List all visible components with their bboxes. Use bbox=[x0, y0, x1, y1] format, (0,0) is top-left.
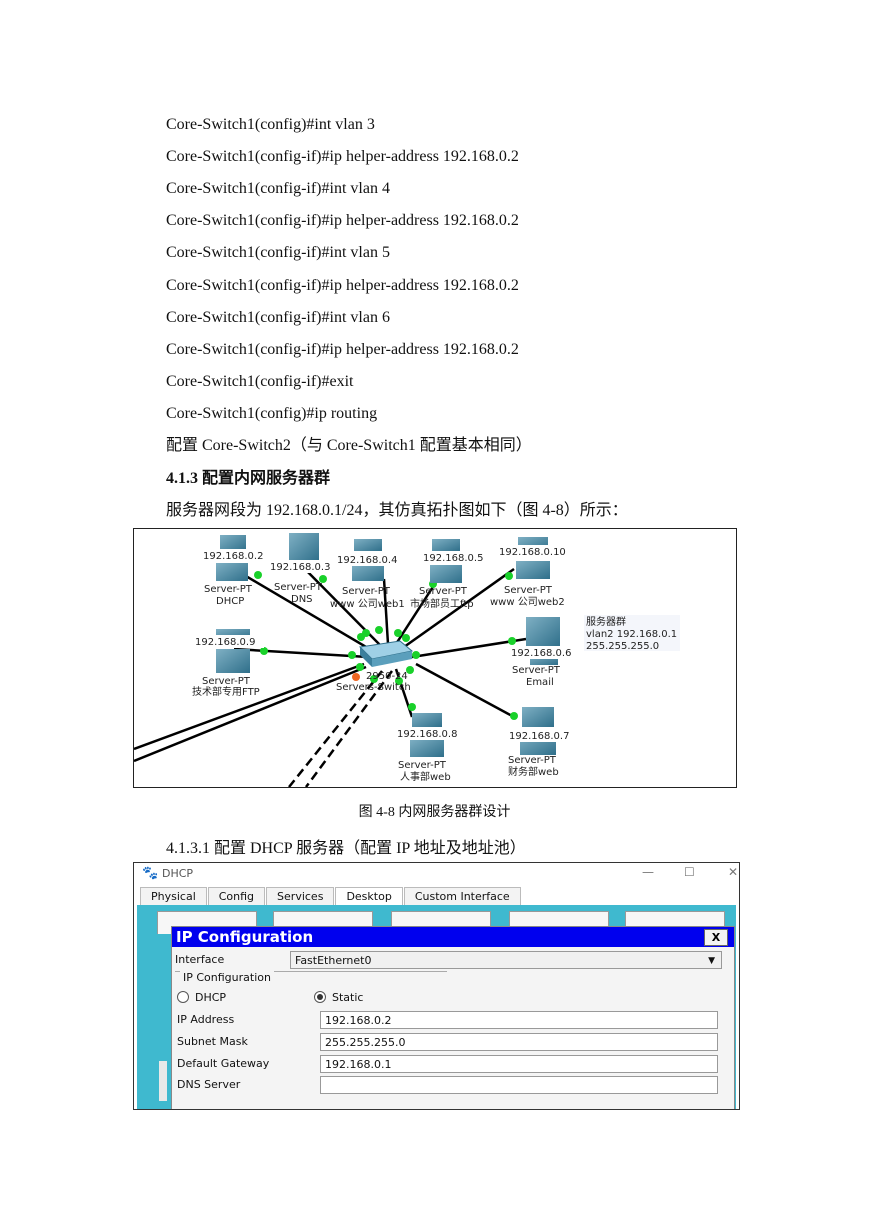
command-line: Core-Switch1(config-if)#int vlan 6 bbox=[166, 309, 390, 326]
command-line: Core-Switch1(config)#int vlan 3 bbox=[166, 116, 375, 133]
tab-physical[interactable]: Physical bbox=[140, 887, 207, 905]
switch-icon bbox=[358, 640, 414, 667]
command-line: Core-Switch1(config-if)#ip helper-addres… bbox=[166, 341, 519, 358]
ip-config-dialog: IP Configuration X Interface FastEtherne… bbox=[171, 926, 735, 1109]
topology-diagram: 192.168.0.2 Server-PT DHCP 192.168.0.3 S… bbox=[133, 533, 680, 788]
switch-name-label: Servers-Switch bbox=[336, 682, 411, 693]
server-name-label: DHCP bbox=[216, 596, 244, 607]
command-line: Core-Switch1(config-if)#ip helper-addres… bbox=[166, 148, 519, 165]
tab-desktop[interactable]: Desktop bbox=[335, 887, 403, 905]
server-type-label: Server-PT bbox=[419, 586, 468, 597]
server-name-label: 技术部专用FTP bbox=[192, 685, 260, 698]
dhcp-label: DHCP bbox=[195, 991, 227, 1004]
ip-label: 192.168.0.9 bbox=[195, 637, 255, 648]
maximize-icon[interactable]: ☐ bbox=[684, 865, 695, 879]
server-type-label: Server-PT bbox=[512, 665, 561, 676]
server-type-label: Server-PT bbox=[202, 676, 251, 687]
ip-label: 192.168.0.8 bbox=[397, 729, 457, 740]
command-line: Core-Switch1(config-if)#int vlan 5 bbox=[166, 244, 390, 261]
annotation-line: vlan2 192.168.0.1 bbox=[586, 629, 677, 640]
close-icon[interactable]: ✕ bbox=[728, 865, 739, 879]
interface-value: FastEthernet0 bbox=[295, 954, 372, 967]
command-line: Core-Switch1(config-if)#int vlan 4 bbox=[166, 180, 390, 197]
annotation-line: 255.255.255.0 bbox=[586, 641, 659, 652]
window-title: DHCP bbox=[162, 867, 194, 880]
config-note: 配置 Core-Switch2（与 Core-Switch1 配置基本相同） bbox=[166, 437, 532, 454]
server-name-label: Email bbox=[526, 677, 554, 688]
server-type-label: Server-PT bbox=[204, 584, 253, 595]
radio-dhcp-icon[interactable] bbox=[177, 991, 189, 1003]
tab-config[interactable]: Config bbox=[207, 887, 266, 905]
server-name-label: 财务部web bbox=[508, 765, 559, 778]
window-titlebar: 🐾 DHCP — ☐ ✕ bbox=[134, 863, 739, 885]
section-heading: 4.1.3 配置内网服务器群 bbox=[166, 470, 331, 487]
command-line: Core-Switch1(config-if)#ip helper-addres… bbox=[166, 212, 519, 229]
subnet-mask-input[interactable]: 255.255.255.0 bbox=[320, 1033, 718, 1051]
topology-figure: 192.168.0.2 Server-PT DHCP 192.168.0.3 S… bbox=[133, 528, 737, 788]
figure-caption: 图 4-8 内网服务器群设计 bbox=[358, 805, 511, 820]
ip-label: 192.168.0.6 bbox=[511, 648, 571, 659]
chevron-down-icon: ▼ bbox=[708, 956, 715, 966]
dialog-title-text: IP Configuration bbox=[176, 928, 314, 946]
server-type-label: Server-PT bbox=[274, 582, 323, 593]
server-icon bbox=[352, 539, 384, 581]
dns-server-input[interactable] bbox=[320, 1076, 718, 1094]
tab-bar: Physical Config Services Desktop Custom … bbox=[140, 887, 522, 905]
server-icon bbox=[289, 533, 319, 561]
default-gateway-input[interactable]: 192.168.0.1 bbox=[320, 1055, 718, 1073]
ip-label: 192.168.0.10 bbox=[499, 547, 566, 558]
server-icon bbox=[430, 539, 462, 583]
server-name-label: www 公司web2 bbox=[490, 597, 565, 608]
switch-model-label: 2950-24 bbox=[366, 671, 408, 682]
server-type-label: Server-PT bbox=[504, 585, 553, 596]
ip-address-input[interactable]: 192.168.0.2 bbox=[320, 1011, 718, 1029]
default-gateway-label: Default Gateway bbox=[177, 1057, 270, 1070]
dialog-title: IP Configuration X bbox=[172, 927, 734, 947]
server-name-label: 市场部员工ftp bbox=[410, 597, 474, 610]
ip-label: 192.168.0.2 bbox=[203, 551, 263, 562]
annotation-line: 服务器群 bbox=[586, 615, 626, 628]
command-line: Core-Switch1(config-if)#exit bbox=[166, 373, 354, 390]
app-icon: 🐾 bbox=[142, 866, 159, 881]
server-name-label: 人事部web bbox=[400, 770, 451, 783]
server-icon bbox=[216, 629, 250, 673]
link-lines bbox=[133, 560, 527, 763]
subnet-mask-label: Subnet Mask bbox=[177, 1035, 248, 1048]
server-type-label: Server-PT bbox=[342, 586, 391, 597]
minimize-icon[interactable]: — bbox=[642, 865, 654, 879]
ip-config-group-label: IP Configuration bbox=[180, 971, 274, 984]
server-type-label: Server-PT bbox=[508, 755, 557, 766]
ip-label: 192.168.0.7 bbox=[509, 731, 569, 742]
pt-window: 🐾 DHCP — ☐ ✕ Physical Config Services De… bbox=[133, 862, 740, 1110]
intro-text: 服务器网段为 192.168.0.1/24，其仿真拓扑图如下（图 4-8）所示： bbox=[166, 502, 628, 519]
server-type-label: Server-PT bbox=[398, 760, 447, 771]
subsection-heading: 4.1.3.1 配置 DHCP 服务器（配置 IP 地址及地址池） bbox=[166, 840, 526, 857]
desktop-app-edge bbox=[159, 1061, 167, 1101]
ip-address-label: IP Address bbox=[177, 1013, 235, 1026]
static-label: Static bbox=[332, 991, 364, 1004]
server-icon bbox=[410, 713, 444, 757]
tab-services[interactable]: Services bbox=[266, 887, 335, 905]
server-name-label: www 公司web1 bbox=[330, 599, 405, 610]
server-icon bbox=[526, 617, 560, 665]
desktop-area: IP Configuration X Interface FastEtherne… bbox=[137, 905, 736, 1109]
dns-server-label: DNS Server bbox=[177, 1078, 241, 1091]
server-icon bbox=[216, 535, 248, 581]
dhcp-radio[interactable]: DHCP bbox=[177, 991, 226, 1004]
interface-select[interactable]: FastEthernet0 ▼ bbox=[290, 951, 722, 969]
interface-label: Interface bbox=[175, 953, 225, 966]
ip-label: 192.168.0.5 bbox=[423, 553, 483, 564]
tab-custom-interface[interactable]: Custom Interface bbox=[403, 887, 521, 905]
static-radio[interactable]: Static bbox=[314, 991, 363, 1004]
dialog-close-button[interactable]: X bbox=[704, 929, 728, 946]
ip-label: 192.168.0.3 bbox=[270, 562, 330, 573]
ip-label: 192.168.0.4 bbox=[337, 555, 397, 566]
command-line: Core-Switch1(config)#ip routing bbox=[166, 405, 378, 422]
server-name-label: DNS bbox=[291, 594, 313, 605]
radio-static-icon[interactable] bbox=[314, 991, 326, 1003]
command-line: Core-Switch1(config-if)#ip helper-addres… bbox=[166, 277, 519, 294]
